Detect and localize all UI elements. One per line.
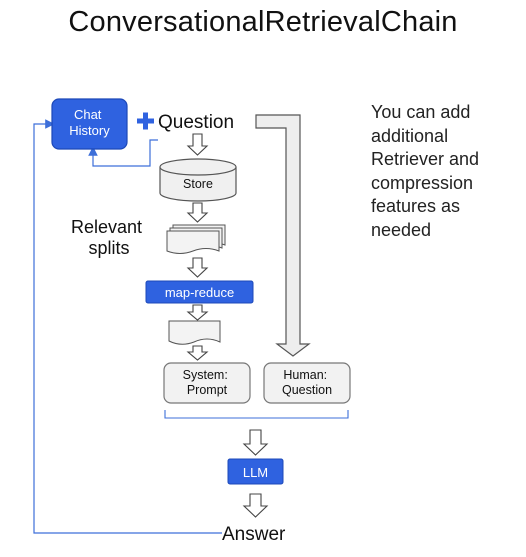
system-prompt-label: System: Prompt — [183, 368, 232, 397]
answer-to-history-line — [33, 119, 222, 534]
chat-history-line2: History — [69, 123, 110, 138]
system-prompt-line1: System: — [183, 368, 228, 382]
retriever-note: You can add additional Retriever and com… — [371, 102, 480, 240]
arrow-question-store — [186, 133, 209, 156]
question-to-human-arrow — [255, 114, 311, 357]
arrow-doc-system — [186, 345, 209, 361]
question-label: Question — [158, 112, 234, 133]
plus-icon — [137, 112, 154, 130]
document-icon — [168, 320, 221, 345]
chat-history-node: Chat History — [51, 98, 128, 150]
chat-history-label: Chat History — [69, 107, 110, 138]
human-question-label: Human: Question — [282, 368, 332, 397]
relevant-splits-label: Relevant splits — [71, 217, 147, 258]
arrow-mapreduce-doc — [186, 304, 209, 321]
arrow-store-splits — [186, 202, 209, 223]
system-prompt-line2: Prompt — [187, 383, 228, 397]
relevant-splits-line1: Relevant — [71, 217, 142, 237]
map-reduce-node: map-reduce — [145, 280, 254, 304]
chat-history-line1: Chat — [74, 107, 102, 122]
llm-label: LLM — [243, 465, 268, 480]
documents-icon — [166, 224, 226, 254]
llm-node: LLM — [227, 458, 284, 485]
arrow-prompt-llm — [242, 429, 269, 456]
human-question-line2: Question — [282, 383, 332, 397]
arrow-splits-mapreduce — [186, 257, 209, 278]
human-question-line1: Human: — [283, 368, 327, 382]
store-node: Store — [159, 158, 237, 202]
arrow-llm-answer — [242, 493, 269, 518]
map-reduce-label: map-reduce — [165, 285, 234, 300]
question-to-history-line — [88, 139, 158, 167]
prompt-bracket — [164, 410, 349, 419]
relevant-splits-line2: splits — [88, 238, 129, 258]
human-question-node: Human: Question — [263, 362, 351, 404]
diagram-title: ConversationalRetrievalChain — [68, 6, 458, 38]
answer-label: Answer — [222, 524, 286, 545]
system-prompt-node: System: Prompt — [163, 362, 251, 404]
store-label: Store — [183, 177, 213, 191]
